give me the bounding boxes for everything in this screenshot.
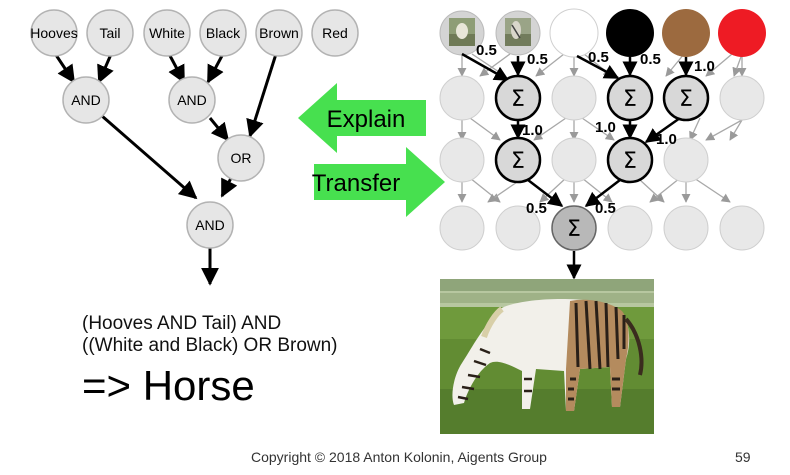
- logic-tree: Hooves Tail White Black Brown Red AND: [30, 9, 359, 286]
- formula-result: => Horse: [82, 362, 255, 409]
- network-active-edges: [461, 52, 694, 280]
- leaf-tail: Tail: [86, 9, 134, 57]
- gate-and-final: AND: [186, 201, 234, 249]
- edge-tail-and: [97, 51, 114, 84]
- leaf-label: Tail: [99, 25, 120, 41]
- neuron: [663, 137, 709, 183]
- explain-label: Explain: [327, 106, 406, 133]
- weight-label: 1.0: [595, 119, 616, 136]
- logic-tree-edges: [52, 51, 278, 286]
- edge-and-final: [101, 114, 198, 200]
- edge-or-final: [220, 175, 238, 198]
- input-horse-thumbnail-1: [439, 10, 485, 56]
- page-number: 59: [735, 449, 751, 465]
- sum-neuron: Σ: [662, 74, 710, 122]
- weight-labels: 0.5 0.5 0.5 0.5 1.0 1.0 1.0 1.0 0.5 0.5: [476, 42, 715, 217]
- neuron: [551, 137, 597, 183]
- neuron: [439, 205, 485, 251]
- sum-symbol: Σ: [511, 149, 525, 174]
- copyright-text: Copyright © 2018 Anton Kolonin, Aigents …: [251, 449, 547, 465]
- leaf-black: Black: [199, 9, 247, 57]
- network-hidden-row-2: Σ Σ: [439, 136, 709, 184]
- formula-line-2: ((White and Black) OR Brown): [82, 335, 338, 356]
- leaf-label: Black: [206, 25, 241, 41]
- edge-and-or: [208, 117, 230, 142]
- input-horse-thumbnail-2: [495, 10, 541, 56]
- zorse-photo: [440, 279, 654, 434]
- weight-label: 0.5: [595, 200, 616, 217]
- neuron: [663, 205, 709, 251]
- edge-w10: [584, 179, 621, 207]
- neuron: [495, 205, 541, 251]
- leaf-label: Hooves: [30, 25, 77, 41]
- gate-label: OR: [231, 150, 252, 166]
- gate-label: AND: [177, 92, 207, 108]
- explain-arrow: Explain: [298, 83, 426, 153]
- neuron: [719, 205, 765, 251]
- leaf-red: Red: [311, 9, 359, 57]
- formula-line-1: (Hooves AND Tail) AND: [82, 313, 282, 334]
- neuron: [719, 75, 765, 121]
- gate-label: AND: [195, 217, 225, 233]
- sum-symbol: Σ: [679, 87, 693, 112]
- neuron: [551, 75, 597, 121]
- edge-hooves-and: [52, 51, 76, 84]
- input-color-black: [606, 9, 654, 57]
- edge-w8: [644, 116, 681, 144]
- sum-neuron-output: Σ: [551, 205, 597, 251]
- leaf-label: White: [149, 25, 185, 41]
- network-hidden-row-1: Σ Σ Σ: [439, 74, 765, 122]
- edge-white-and: [166, 51, 186, 84]
- sum-neuron: Σ: [494, 74, 542, 122]
- edge-w9: [527, 179, 564, 207]
- weight-label: 1.0: [656, 131, 677, 148]
- sum-symbol: Σ: [511, 87, 525, 112]
- network-output-row: Σ: [439, 205, 765, 251]
- weight-label: 0.5: [588, 49, 609, 66]
- weight-label: 0.5: [527, 51, 548, 68]
- network-gray-edges: [457, 53, 747, 203]
- input-color-white: [549, 8, 599, 58]
- weight-label: 0.5: [476, 42, 497, 59]
- transfer-arrow: Transfer: [312, 147, 445, 217]
- leaf-white: White: [143, 9, 191, 57]
- weight-label: 1.0: [522, 122, 543, 139]
- edge-w3: [576, 54, 620, 80]
- neuron: [439, 137, 485, 183]
- input-color-brown: [662, 9, 710, 57]
- gate-and-right: AND: [168, 76, 216, 124]
- neural-network: Σ Σ Σ Σ Σ Σ 0.5 0.5 0.5 0.5: [439, 8, 766, 280]
- neuron: [439, 75, 485, 121]
- sum-symbol: Σ: [623, 87, 637, 112]
- sum-symbol: Σ: [567, 217, 581, 242]
- leaf-label: Brown: [259, 25, 299, 41]
- sum-neuron: Σ: [606, 136, 654, 184]
- weight-label: 1.0: [694, 58, 715, 75]
- input-color-red: [718, 9, 766, 57]
- edge-brown-or: [246, 53, 278, 138]
- leaf-brown: Brown: [255, 9, 303, 57]
- weight-label: 0.5: [640, 51, 661, 68]
- sum-symbol: Σ: [623, 149, 637, 174]
- transfer-label: Transfer: [312, 170, 400, 197]
- edge-w1: [461, 52, 510, 82]
- leaf-label: Red: [322, 25, 348, 41]
- weight-label: 0.5: [526, 200, 547, 217]
- sum-neuron: Σ: [494, 136, 542, 184]
- gate-label: AND: [71, 92, 101, 108]
- network-input-row: [439, 8, 766, 58]
- edge-black-and: [206, 51, 226, 84]
- leaf-hooves: Hooves: [30, 9, 78, 57]
- gate-or: OR: [217, 134, 265, 182]
- gate-and-left: AND: [62, 76, 110, 124]
- neuron: [607, 205, 653, 251]
- sum-neuron: Σ: [606, 74, 654, 122]
